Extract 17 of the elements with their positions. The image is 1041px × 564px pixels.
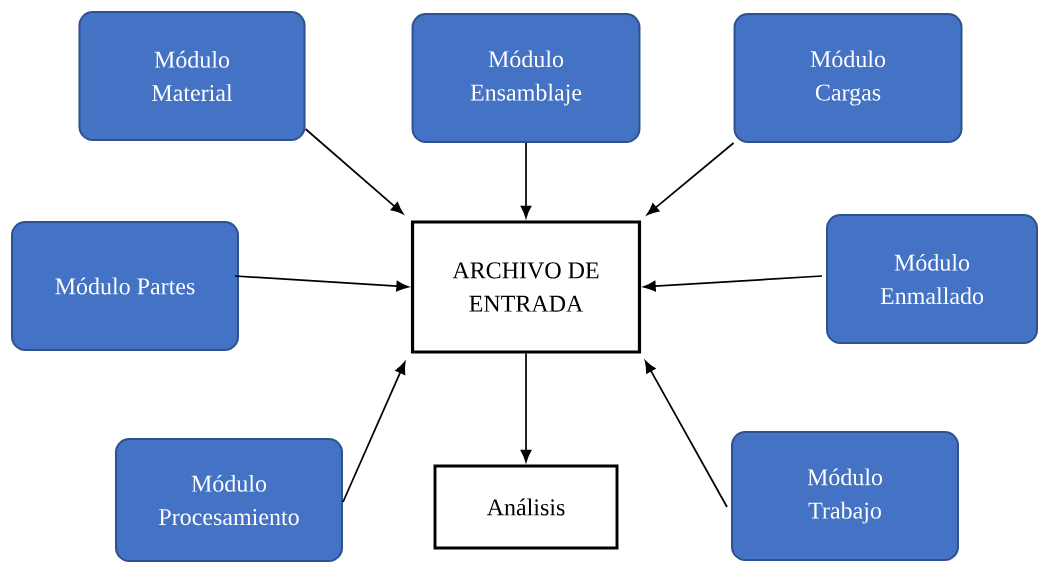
module-box: Módulo Partes bbox=[11, 221, 239, 351]
arrow bbox=[644, 360, 728, 508]
arrow bbox=[342, 361, 406, 503]
module-box: Módulo Material bbox=[78, 11, 306, 141]
module-box: Módulo Procesamiento bbox=[115, 438, 343, 562]
arrow bbox=[520, 352, 532, 463]
input-file-box: ARCHIVO DE ENTRADA bbox=[410, 220, 642, 354]
arrow bbox=[234, 275, 409, 292]
module-box: Módulo Enmallado bbox=[826, 214, 1038, 344]
arrow bbox=[646, 142, 735, 216]
module-box: Módulo Trabajo bbox=[731, 431, 959, 561]
arrow bbox=[304, 128, 404, 215]
module-box: Módulo Ensamblaje bbox=[411, 13, 641, 143]
arrow bbox=[643, 275, 823, 292]
module-box: Módulo Cargas bbox=[733, 13, 963, 143]
analysis-box: Análisis bbox=[433, 464, 619, 550]
arrow bbox=[520, 142, 532, 218]
